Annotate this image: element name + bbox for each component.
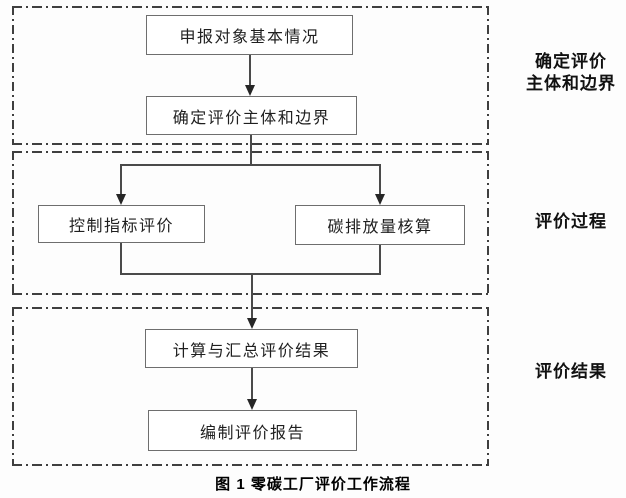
arrow-down-icon (247, 318, 257, 329)
node-calculate-aggregate-results: 计算与汇总评价结果 (145, 329, 358, 368)
connector-line (120, 243, 122, 275)
node-label: 碳排放量核算 (327, 219, 433, 236)
arrow-down-icon (375, 194, 385, 205)
node-determine-subject-and-boundary: 确定评价主体和边界 (146, 96, 357, 135)
node-label: 申报对象基本情况 (179, 29, 320, 46)
node-carbon-emission-accounting: 碳排放量核算 (295, 205, 465, 245)
node-label: 计算与汇总评价结果 (172, 342, 331, 360)
stage-label-evaluation-process: 评价过程 (535, 212, 607, 231)
connector-line (250, 135, 252, 166)
arrow-down-icon (247, 399, 257, 410)
stage-label-determine-subject-boundary: 确定评价 主体和边界 (526, 52, 616, 93)
node-declared-object-basic-info: 申报对象基本情况 (146, 15, 353, 55)
node-label: 控制指标评价 (68, 218, 174, 235)
arrow-down-icon (245, 85, 255, 96)
connector-line (379, 164, 381, 196)
arrow-down-icon (116, 194, 126, 205)
node-compile-evaluation-report: 编制评价报告 (148, 410, 357, 451)
figure-caption: 图 1 零碳工厂评价工作流程 (215, 476, 411, 493)
connector-line (251, 273, 253, 319)
node-label: 编制评价报告 (199, 424, 305, 442)
connector-line (120, 164, 122, 196)
connector-line (251, 368, 253, 401)
connector-join-line (120, 273, 381, 275)
stage-label-evaluation-result: 评价结果 (535, 362, 607, 381)
node-control-indicator-evaluation: 控制指标评价 (38, 205, 205, 243)
connector-line (379, 245, 381, 275)
connector-branch-line (120, 164, 381, 166)
connector-line (249, 55, 251, 88)
node-label: 确定评价主体和边界 (172, 109, 331, 127)
